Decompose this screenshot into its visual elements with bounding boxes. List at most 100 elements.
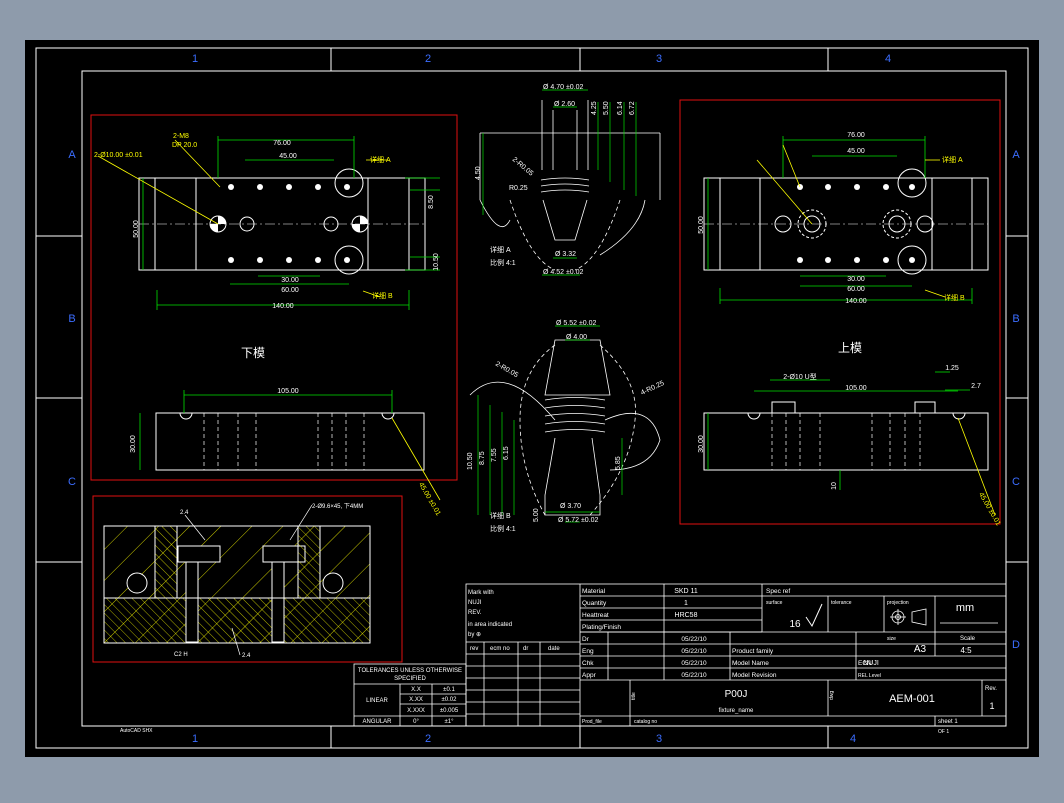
dim-30h-right: 30.00 [698, 435, 705, 453]
zone-row-a: A [68, 149, 76, 161]
date-dr: 05/22/10 [681, 636, 707, 643]
note-line1: Mark with [468, 590, 494, 596]
dim-d470: Ø 4.70 ±0.02 [543, 84, 584, 91]
scale-value: 4:5 [960, 646, 972, 655]
dim-60-right: 60.00 [847, 286, 865, 293]
quantity-value: 1 [684, 600, 688, 607]
dwg-label: dwg [829, 691, 835, 700]
dim-pin-holes: 2-Ø10.00 ±0.01 [94, 152, 143, 159]
prod-file: Prod_file [582, 719, 602, 725]
rev-header-rev: rev [470, 646, 478, 652]
upper-mold-view: 76.00 45.00 30.00 60.00 140.00 50.00 详细 … [679, 99, 1002, 527]
dim-76-right: 76.00 [847, 132, 865, 139]
dim-d260: Ø 2.60 [554, 101, 575, 108]
dim-d400: Ø 4.00 [566, 334, 587, 341]
product-family: Product family [732, 648, 774, 655]
model-revision: Model Revision [732, 672, 777, 679]
section-label-top: 2.4 [180, 510, 189, 516]
company: NUJI [863, 660, 879, 667]
rel-level: REL Level [858, 673, 881, 679]
dim-h450: 4.50 [475, 166, 482, 180]
dim-1050-left: 10.50 [433, 253, 440, 271]
dim-140-left: 140.00 [272, 303, 294, 310]
dim-h614: 6.14 [617, 101, 624, 115]
tol-r3b: ±0.005 [440, 708, 459, 714]
dim-105-left: 105.00 [277, 388, 299, 395]
dim-60-left: 60.00 [281, 287, 299, 294]
dim-50-left: 50.00 [133, 220, 140, 238]
zone-col-2b: 2 [425, 733, 431, 745]
tol-title1: TOLERANCES UNLESS OTHERWISE [358, 668, 462, 674]
note-line5: by ⊕ [468, 632, 481, 638]
date-eng: 05/22/10 [681, 648, 707, 655]
plating-label: Plating/Finish [582, 624, 621, 631]
dim-h615: 6.15 [503, 446, 510, 460]
dim-h875: 8.75 [479, 451, 486, 465]
detail-a: Ø 4.70 ±0.02 Ø 2.60 4.25 5.50 6.14 6.72 … [475, 84, 661, 276]
dim-d572: Ø 5.72 ±0.02 [558, 517, 599, 524]
tol-r2a: X.XX [409, 697, 423, 703]
upper-mold-label: 上模 [838, 341, 862, 355]
zone-col-4b: 4 [850, 733, 856, 745]
zone-col-2: 2 [425, 53, 431, 65]
section-label-bottom: 2.4 [242, 653, 251, 659]
dim-d370: Ø 3.70 [560, 503, 581, 510]
detail-a-center: 详细 A [490, 245, 511, 254]
dim-30-left: 30.00 [281, 277, 299, 284]
dim-105-right: 105.00 [845, 385, 867, 392]
surface-finish-icon [805, 603, 823, 628]
material-label: Material [582, 588, 606, 595]
dim-8-left: 8.50 [428, 195, 435, 209]
tol-angular: ANGULAR [362, 719, 392, 725]
title-block: Mark with NUJI REV. in area indicated by… [353, 583, 1007, 735]
heat-value: HRC58 [675, 612, 698, 619]
detail-b-left: 详细 B [372, 291, 393, 300]
dim-45-right: 45.00 [847, 148, 865, 155]
dim-threads: 2-M8 [173, 133, 189, 140]
zone-col-4: 4 [885, 53, 891, 65]
drawing-number: AEM-001 [889, 693, 935, 705]
date-appr: 05/22/10 [681, 672, 707, 679]
heat-label: Heattreat [582, 612, 609, 619]
zone-labels: 1 2 3 4 1 2 3 4 A B C A B C D [68, 53, 1020, 745]
detail-b-center: 详细 B [490, 511, 511, 520]
rev-label: Rev. [985, 686, 997, 692]
rev-header-dr: dr [523, 646, 528, 652]
dim-h672: 6.72 [629, 101, 636, 115]
detail-b-right: 详细 B [944, 293, 965, 302]
section-label-right: 2-Ø9.6×45, 下4MM [312, 503, 363, 510]
dim-140-right: 140.00 [845, 298, 867, 305]
rev-value: 1 [989, 701, 994, 711]
detail-a-left: 详细 A [370, 155, 391, 164]
chk-label: Chk [582, 660, 594, 667]
model-name: Model Name [732, 660, 769, 667]
section-label-corner: C2 H [174, 652, 188, 658]
note-line2: NUJI [468, 600, 482, 606]
scale-label: Scale [960, 636, 976, 642]
rev-header-date: date [548, 646, 560, 652]
zone-col-3: 3 [656, 53, 662, 65]
zone-row-d-r: D [1012, 639, 1020, 651]
dim-h550: 5.50 [603, 101, 610, 115]
dim-slot-right: 2-Ø10 U型 [783, 372, 816, 381]
drawing-subtitle: fixture_name [719, 708, 754, 714]
dim-h500: 5.00 [533, 508, 540, 522]
spec-ref: Spec ref [766, 588, 790, 595]
zone-row-c: C [68, 476, 76, 488]
detail-a-right: 详细 A [942, 155, 963, 164]
dim-30h-left: 30.00 [130, 435, 137, 453]
dim-27-right: 2.7 [971, 383, 981, 390]
scale-b-center: 比例 4:1 [490, 524, 516, 533]
rev-header-ecm: ecm no [490, 646, 510, 652]
title-label: title [631, 692, 637, 700]
material-value: SKD 11 [674, 588, 698, 595]
lower-mold-view: 2-Ø10.00 ±0.01 2-M8 DP 20.0 详细 A 详细 B 76… [90, 114, 458, 517]
dim-10-right: 10 [831, 482, 838, 490]
dim-h425: 4.25 [591, 101, 598, 115]
section-view: 2.4 2-Ø9.6×45, 下4MM 2.4 C2 H [92, 495, 403, 663]
surface-label: surface [766, 600, 783, 606]
ecn-label: ECN [858, 660, 872, 667]
dim-h1050: 10.50 [467, 452, 474, 470]
